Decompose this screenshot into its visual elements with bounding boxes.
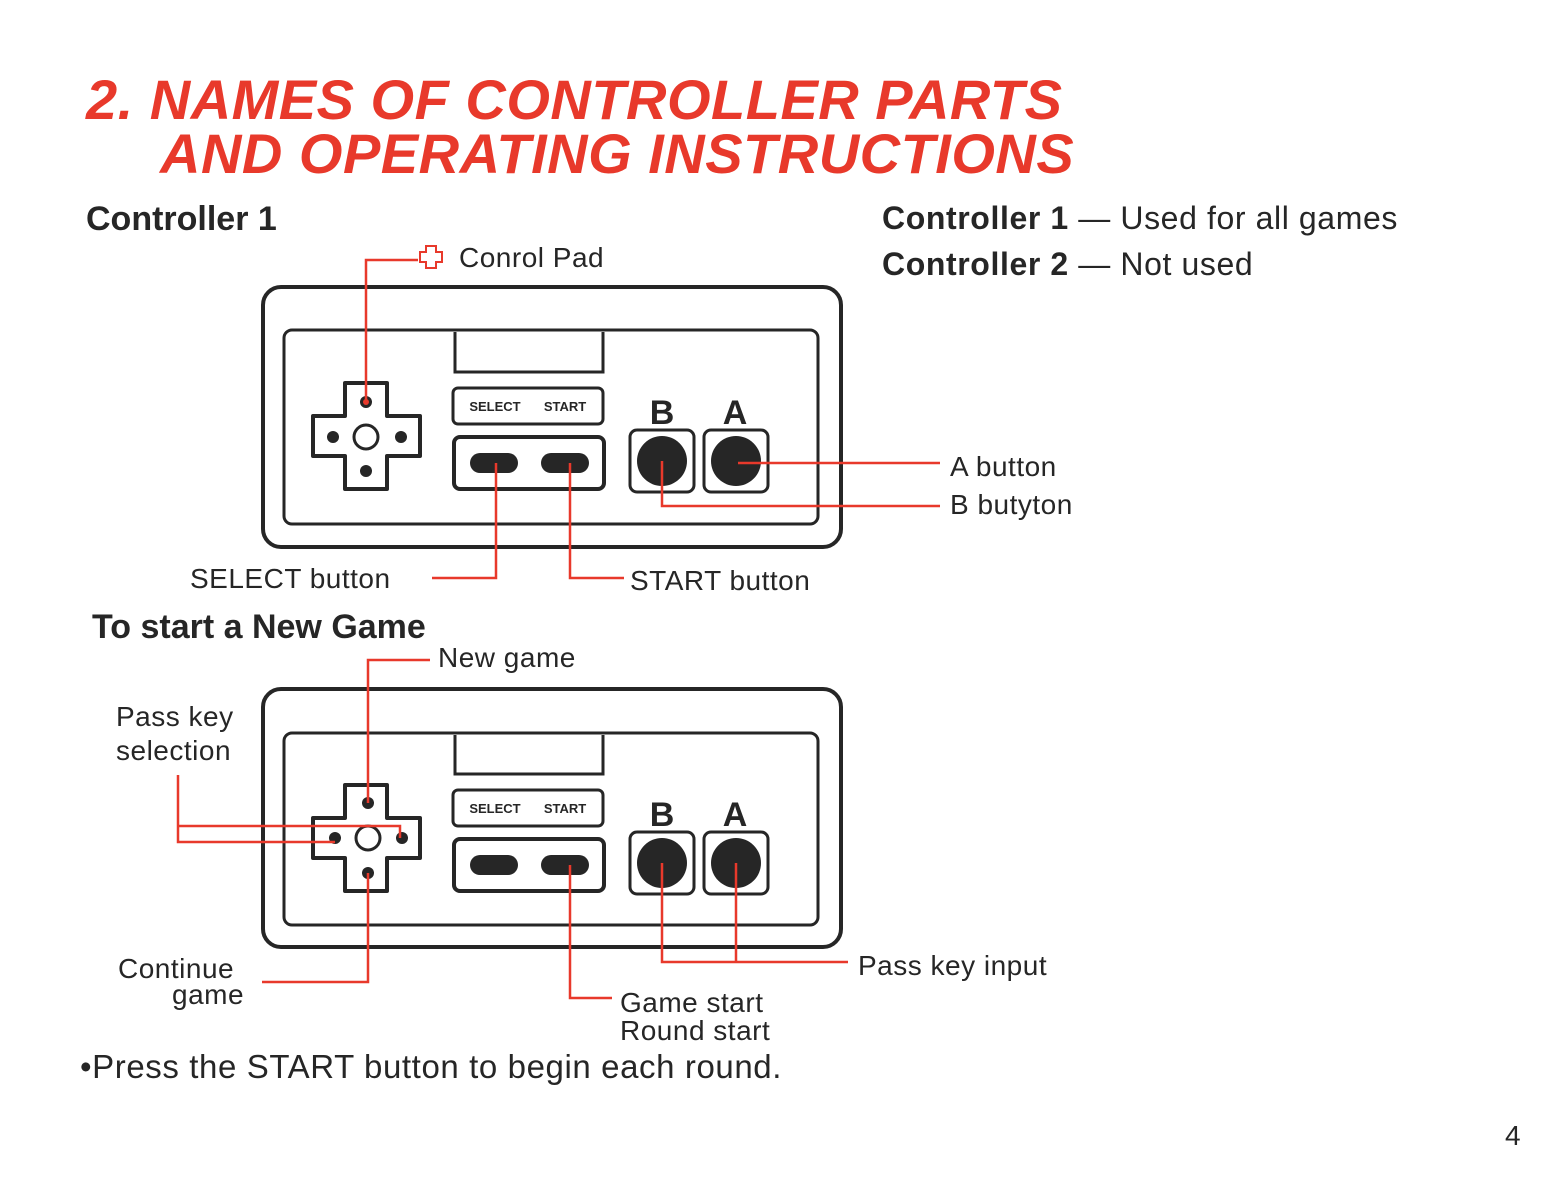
usage-controller2-label: Controller 2 [882,246,1069,282]
callout-line-control-pad [364,258,418,402]
controller1-dpad-down-dot [360,465,372,477]
callout-line-pass-key-left [176,775,335,844]
newgame-b-marking: B [650,796,675,834]
controller1-select-button[interactable] [470,453,518,473]
controller1-heading: Controller 1 [86,200,277,238]
controller1-dpad-center [352,423,380,451]
newgame-select-start-label-box [451,788,605,828]
callout-line-b [660,461,940,508]
usage-controller1-desc: — Used for all games [1078,200,1398,236]
label-new-game: New game [438,642,576,673]
label-pass-key-line2: selection [116,735,232,766]
controller1-start-marking: START [544,399,586,414]
newgame-heading-part1: To start a [92,608,243,646]
usage-controller1: Controller 1 — Used for all games [882,202,1398,234]
label-b-button: B butyton [950,489,1073,520]
newgame-select-button[interactable] [470,855,518,875]
control-pad-small-icon [419,245,443,269]
callout-line-game-start [568,865,612,1000]
callout-line-new-game [366,658,430,803]
controller1-dpad-right-dot [395,431,407,443]
controller1-select-start-well [452,435,606,491]
newgame-dpad-center [354,824,382,852]
controller1-start-button[interactable] [541,453,589,473]
controller1-select-start-label-box [451,386,605,426]
usage-controller2-desc: — Not used [1078,246,1254,282]
controller1-select-marking: SELECT [469,399,520,414]
callout-line-start [568,463,624,580]
callout-line-select [432,463,498,580]
controller1-b-marking: B [650,394,675,432]
newgame-top-notch [453,735,605,776]
start-note: •Press the START button to begin each ro… [80,1048,783,1085]
controller1-a-marking: A [723,394,748,432]
newgame-a-marking: A [723,796,748,834]
label-start-button: START button [630,565,811,596]
newgame-dpad-right-dot [396,832,408,844]
newgame-start-marking: START [544,801,586,816]
callout-line-continue [262,873,370,984]
newgame-select-marking: SELECT [469,801,520,816]
controller1-top-notch [453,332,605,374]
label-pass-key-line1: Pass key [116,701,234,732]
controller1-diagram: SELECT START B A [261,245,940,580]
callout-line-pass-key-right [178,824,402,838]
newgame-heading: To start a New Game [92,610,426,644]
usage-controller1-label: Controller 1 [882,200,1069,236]
newgame-heading-part2: New Game [251,608,426,646]
page-title-line1: 2. NAMES OF CONTROLLER PARTS [86,68,1063,131]
label-continue-line2: game [172,979,245,1010]
controller1-a-button[interactable] [711,436,761,486]
label-select-button: SELECT button [190,563,391,594]
label-continue-line1: Continue [118,953,235,984]
label-control-pad: Conrol Pad [459,242,605,273]
newgame-start-button[interactable] [541,855,589,875]
newgame-select-start-well [452,837,606,893]
label-game-start-line2: Round start [620,1015,771,1046]
newgame-diagram: SELECT START B A [176,658,848,1000]
label-game-start-line1: Game start [620,987,764,1018]
label-pass-key-input: Pass key input [858,950,1048,981]
label-a-button: A button [950,451,1057,482]
page-title-line2: AND OPERATING INSTRUCTIONS [160,122,1075,185]
usage-controller2: Controller 2 — Not used [882,248,1253,280]
controller1-dpad-left-dot [327,431,339,443]
callout-line-pass-key-input-b [660,863,848,964]
page-number: 4 [1505,1120,1521,1151]
